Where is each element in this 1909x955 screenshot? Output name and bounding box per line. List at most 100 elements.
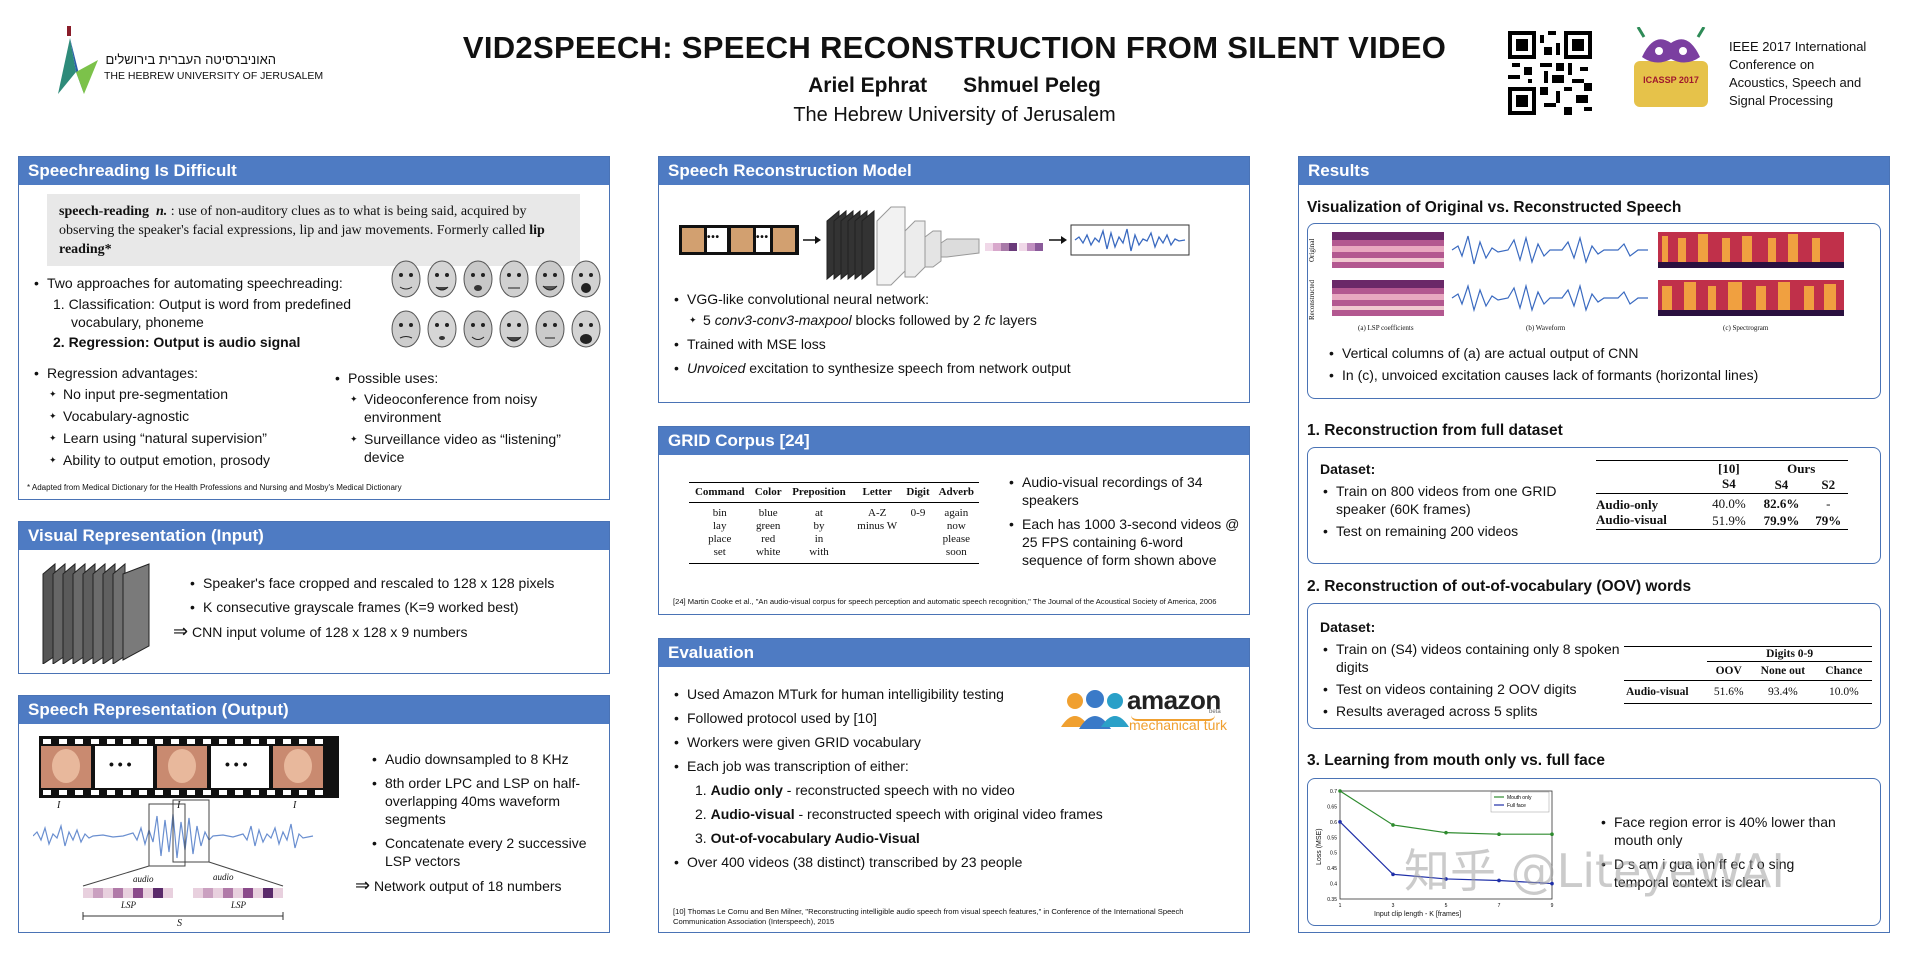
sub-bullet: Videoconference from noisy environment xyxy=(348,390,592,426)
conference-badge: ICASSP 2017 xyxy=(1643,75,1699,85)
bullet: Regression advantages: No input pre-segm… xyxy=(31,364,321,469)
bullet: K consecutive grayscale frames (K=9 work… xyxy=(187,598,597,616)
sub-bullet: Vocabulary-agnostic xyxy=(47,407,321,425)
visualization-box: Original Reconstructed (a) LSP coefficie… xyxy=(1307,223,1881,399)
data-point xyxy=(1391,823,1395,827)
table-cell: again xyxy=(944,507,969,519)
data-point xyxy=(1497,878,1501,883)
possible-uses: Possible uses: Videoconference from nois… xyxy=(332,369,592,472)
table-cell: 0-9 xyxy=(910,507,926,519)
definition-text: : use of non-auditory clues as to what i… xyxy=(59,204,530,238)
table-header: Color xyxy=(754,486,782,498)
audio-label: audio xyxy=(213,872,234,882)
data-point xyxy=(1444,877,1448,881)
sub-bullet: 5 conv3-conv3-maxpool blocks followed by… xyxy=(687,311,1241,329)
mouth-face-body: Face region error is 40% lower than mout… xyxy=(1598,813,1868,897)
bullet: Concatenate every 2 successive LSP vecto… xyxy=(369,834,604,870)
data-point xyxy=(1338,820,1342,824)
result-text: Network output of 18 numbers xyxy=(373,878,562,894)
definition-bold: lip reading* xyxy=(59,223,545,257)
numbered-item: 1. Classification: Output is word from p… xyxy=(53,296,352,330)
table-cell: soon xyxy=(945,546,967,558)
audio-framing-diagram: • • • • • • I I I audio audio LSP LSP S xyxy=(32,736,363,930)
y-tick-label: 0.55 xyxy=(1327,835,1337,841)
table-header: Command xyxy=(694,486,745,498)
table-cell: red xyxy=(761,533,776,545)
footnote: * Adapted from Medical Dictionary for th… xyxy=(27,483,402,492)
qr-code-icon[interactable] xyxy=(1508,31,1592,115)
x-tick-label: 7 xyxy=(1498,903,1501,909)
ellipsis: • • • xyxy=(756,232,768,243)
x-tick-label: 5 xyxy=(1445,903,1448,909)
author-name: Shmuel Peleg xyxy=(963,74,1101,97)
bullet: Used Amazon MTurk for human intelligibil… xyxy=(671,685,1231,703)
grid-table: Command Color Preposition Letter Digit A… xyxy=(689,482,979,564)
university-name-hebrew: האוניברסיטה העברית בירושלים xyxy=(105,52,276,67)
result-line: ⇒ CNN input volume of 128 x 128 x 9 numb… xyxy=(173,622,597,641)
table-header: Letter xyxy=(862,486,892,498)
numbered-item: 1. Audio only - reconstructed speech wit… xyxy=(695,782,1015,798)
frame-label: I xyxy=(177,800,181,811)
bullet-text: Regression advantages: xyxy=(47,365,198,381)
panel-title: Speech Reconstruction Model xyxy=(659,157,1249,185)
implies-arrow-icon: ⇒ xyxy=(173,621,189,641)
definition-term: speech-reading xyxy=(59,204,149,219)
y-tick-label: 0.45 xyxy=(1327,866,1337,872)
bullet: 8th order LPC and LSP on half-overlappin… xyxy=(369,774,604,828)
figure-caption: (b) Waveform xyxy=(1526,324,1566,332)
table-cell: white xyxy=(755,546,781,558)
table-cell: A-Z xyxy=(868,507,887,519)
table-header xyxy=(1596,476,1703,494)
table-cell: green xyxy=(755,520,781,532)
university-emblem-icon xyxy=(58,26,98,94)
bullet: Each has 1000 3-second videos @ 25 FPS c… xyxy=(1006,515,1241,569)
speech-visualization-figure: Original Reconstructed (a) LSP coefficie… xyxy=(1308,228,1870,336)
ellipsis: • • • xyxy=(707,232,719,243)
row-label: Original xyxy=(1308,238,1316,262)
table-header: Adverb xyxy=(938,486,975,498)
table-header: Digits 0-9 xyxy=(1707,646,1872,662)
conference-line: IEEE 2017 International xyxy=(1729,39,1867,54)
bullet: Followed protocol used by [10] xyxy=(671,709,1231,727)
visualization-body: Vertical columns of (a) are actual outpu… xyxy=(1326,344,1876,390)
chart-xlabel: Input clip length - K [frames] xyxy=(1374,911,1462,918)
data-point xyxy=(1550,881,1554,886)
result-line: ⇒ Network output of 18 numbers xyxy=(355,876,604,895)
panel-title: Results xyxy=(1299,157,1889,185)
table-cell: lay xyxy=(713,520,727,532)
table-header: S4 xyxy=(1774,477,1789,492)
bullet: Trained with MSE loss xyxy=(671,335,1241,353)
bullet-text: Two approaches for automating speechread… xyxy=(47,275,343,291)
table-header: OOV xyxy=(1715,665,1742,677)
table-header: Preposition xyxy=(792,486,846,498)
grid-corpus-panel: GRID Corpus [24] Command Color Prepositi… xyxy=(658,426,1250,615)
table-header: Chance xyxy=(1825,665,1863,677)
watermark: 知乎 @LiteyeWAI xyxy=(1404,844,1785,898)
bullet: Train on 800 videos from one GRID speake… xyxy=(1320,482,1570,518)
x-tick-label: 9 xyxy=(1551,903,1554,909)
sub-bullet: Learn using “natural supervision” xyxy=(47,429,321,447)
bullet: In (c), unvoiced excitation causes lack … xyxy=(1326,366,1876,384)
y-tick-label: 0.7 xyxy=(1330,789,1337,795)
y-tick-label: 0.65 xyxy=(1327,804,1337,810)
implies-arrow-icon: ⇒ xyxy=(355,875,371,895)
data-point xyxy=(1338,789,1342,793)
frame-label: I xyxy=(293,800,297,811)
row-label: Reconstructed xyxy=(1308,279,1316,320)
bullet: VGG-like convolutional neural network: 5… xyxy=(671,290,1241,329)
reference: [10] Thomas Le Cornu and Ben Milner, "Re… xyxy=(673,907,1184,926)
bullet: Train on (S4) videos containing only 8 s… xyxy=(1320,640,1620,676)
table-cell: minus W xyxy=(857,520,898,532)
bullet: Test on videos containing 2 OOV digits xyxy=(1320,680,1620,698)
numbered-item: 2. Regression: Output is audio signal xyxy=(53,334,301,350)
speechreading-body: Two approaches for automating speechread… xyxy=(31,274,381,357)
bullet-text: VGG-like convolutional neural network: xyxy=(687,291,930,307)
definition-pos: n. xyxy=(155,204,168,219)
university-name-english: THE HEBREW UNIVERSITY OF JERUSALEM xyxy=(104,70,324,82)
affiliation: The Hebrew University of Jerusalem xyxy=(793,104,1116,126)
table-header xyxy=(1596,461,1703,477)
definition-box: speech-reading n. : use of non-auditory … xyxy=(47,194,580,266)
